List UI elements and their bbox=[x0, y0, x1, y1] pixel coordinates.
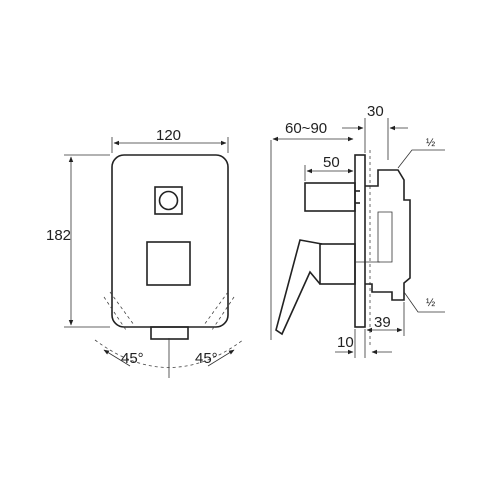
side-handle-lever bbox=[275, 239, 323, 336]
angle-right-label: 45° bbox=[195, 350, 218, 367]
body-depth-label: 39 bbox=[374, 314, 391, 331]
depth-range-label: 60~90 bbox=[285, 120, 327, 137]
diverter-knob bbox=[158, 190, 179, 211]
valve-body-inner bbox=[377, 211, 393, 263]
handle-stub bbox=[150, 326, 189, 340]
handle-depth-label: 50 bbox=[323, 154, 340, 171]
side-cover-plate bbox=[354, 154, 366, 328]
side-handle-base bbox=[319, 243, 356, 285]
side-view: 60~90 30 50 ½ ½ 39 10 bbox=[270, 103, 445, 358]
rotation-left-dashes bbox=[103, 291, 135, 331]
width-label: 120 bbox=[156, 127, 181, 144]
inlet-top-label: ½ bbox=[426, 137, 435, 149]
height-label: 182 bbox=[46, 227, 71, 244]
side-diverter-knob bbox=[304, 182, 356, 212]
rotation-arrow-left bbox=[103, 349, 131, 367]
top-offset-label: 30 bbox=[367, 103, 384, 120]
valve-body bbox=[365, 169, 411, 301]
rotation-right-dashes bbox=[203, 291, 235, 331]
inlet-bottom-leader bbox=[403, 291, 445, 313]
front-view: 45° 45° 120 182 bbox=[46, 127, 244, 378]
angle-left-label: 45° bbox=[121, 350, 144, 367]
cover-plate bbox=[111, 154, 229, 328]
diverter-button bbox=[154, 186, 183, 215]
wall-offset-label: 10 bbox=[337, 334, 354, 351]
rotation-arrow-right bbox=[207, 349, 235, 367]
inlet-top-leader bbox=[397, 149, 445, 169]
inlet-bottom-label: ½ bbox=[426, 297, 435, 309]
handle-square bbox=[146, 241, 191, 286]
